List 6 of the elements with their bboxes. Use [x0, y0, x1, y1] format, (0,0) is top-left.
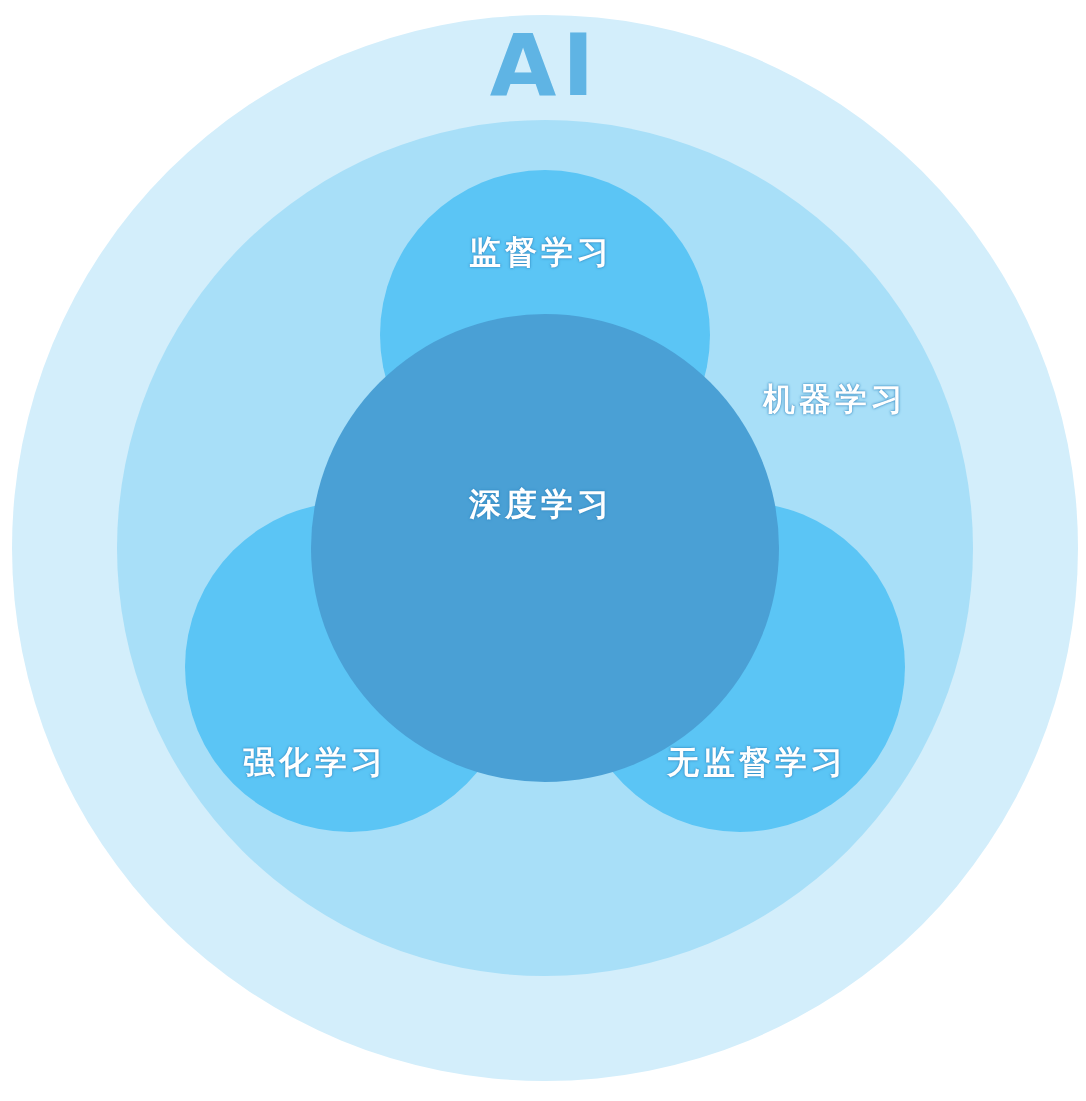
circle-label: 机器学习	[763, 379, 907, 420]
heading-text: AI	[489, 15, 601, 115]
circle-label: 深度学习	[469, 484, 613, 525]
circle-label: 监督学习	[469, 232, 613, 273]
circle-label: 强化学习	[243, 742, 387, 783]
circle-label: 无监督学习	[667, 742, 847, 783]
